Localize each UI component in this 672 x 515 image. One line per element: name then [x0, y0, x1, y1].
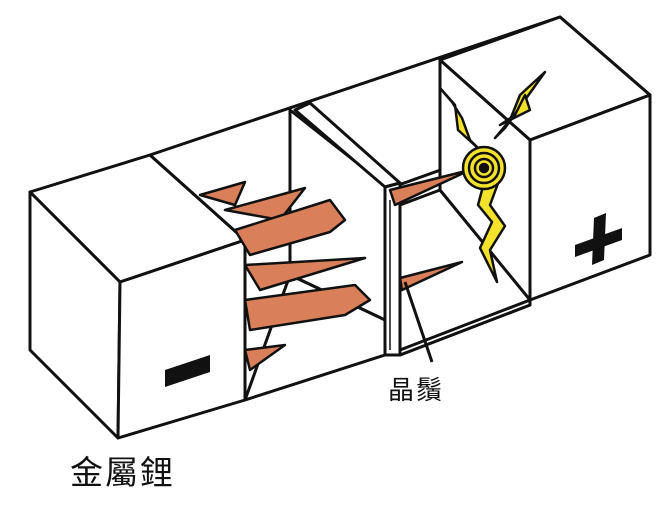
dendrite-4 — [243, 256, 367, 292]
whisker-right-lower — [398, 260, 464, 292]
whisker-label: 晶鬚 — [388, 376, 445, 406]
minus-icon — [165, 355, 210, 387]
dendrite-1 — [198, 180, 247, 207]
positive-block-front — [528, 93, 652, 302]
lightning-spark-icon — [438, 70, 547, 284]
dendrite-2 — [223, 186, 307, 222]
dendrite-6 — [243, 343, 287, 372]
separator-side — [383, 181, 402, 357]
whisker-through-separator — [388, 168, 472, 207]
whisker-leader-line — [403, 281, 434, 363]
plus-icon — [575, 213, 622, 265]
dendrite-3 — [233, 198, 347, 257]
lithium-metal-label: 金屬鋰 — [70, 453, 175, 492]
dendrite-5 — [243, 283, 372, 332]
